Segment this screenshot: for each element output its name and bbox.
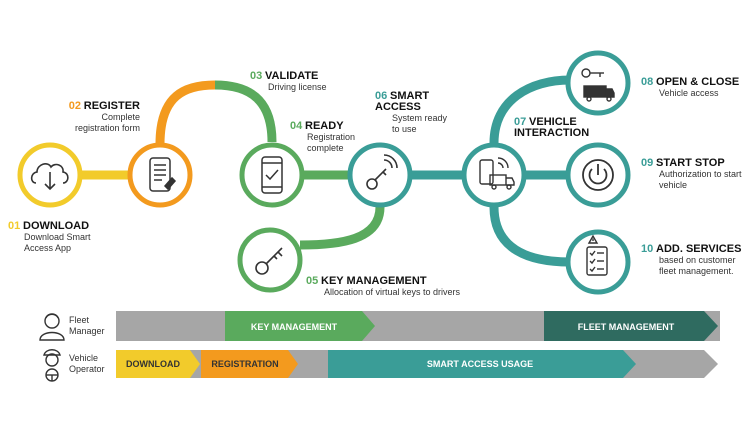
step-title: SMART ACCESS <box>375 90 430 113</box>
step-desc-line: Access App <box>24 243 72 253</box>
step-smart-access-label: 06 SMART ACCESS System ready to use <box>375 91 455 135</box>
step-desc-line: fleet management. <box>659 266 734 276</box>
connector-smart-access-key-mgmt <box>299 206 385 250</box>
step-number: 01 <box>8 220 21 232</box>
role-label-line: Fleet <box>69 315 90 325</box>
fleet-management-bar-segment <box>544 311 718 341</box>
phone-form-icon <box>149 157 177 192</box>
step-desc-line: Authorization to start <box>659 169 742 179</box>
step-title: START STOP <box>656 157 725 169</box>
cloud-download-icon <box>30 163 69 191</box>
step-desc-line: System ready <box>392 113 448 123</box>
phone-check-icon <box>261 156 283 194</box>
wireless-key-icon <box>366 154 398 190</box>
vehicle-operator-label: Vehicle Operator <box>69 353 105 375</box>
registration-bar-label: REGISTRATION <box>211 359 278 369</box>
step-open-close-label: 08 OPEN & CLOSE Vehicle access <box>641 77 739 99</box>
step-ready-label: 04 READY Registration complete <box>290 121 355 154</box>
key-management-bar-segment <box>225 311 375 341</box>
step-desc-line: Vehicle access <box>659 88 719 98</box>
step-key-management-label: 05 KEY MANAGEMENT Allocation of virtual … <box>306 276 460 298</box>
step-start-stop-node <box>565 142 631 208</box>
step-number: 08 <box>641 76 654 88</box>
phone-truck-icon <box>479 157 515 190</box>
key-management-bar-label: KEY MANAGEMENT <box>251 322 338 332</box>
step-desc-line: to use <box>392 124 417 134</box>
checklist-icon <box>586 234 608 276</box>
registration-bar-segment <box>201 350 298 378</box>
fleet-manager-bar: KEY MANAGEMENT FLEET MANAGEMENT <box>116 311 720 341</box>
step-download-label: 01 DOWNLOAD Download Smart Access App <box>8 221 91 254</box>
step-vehicle-interaction-label: 07 VEHICLE INTERACTION <box>514 117 604 139</box>
step-vehicle-interaction-node <box>461 142 527 208</box>
step-desc-line: Complete <box>101 112 140 122</box>
step-number: 09 <box>641 157 654 169</box>
step-number: 03 <box>250 70 263 82</box>
step-title: OPEN & CLOSE <box>656 76 740 88</box>
step-title: REGISTER <box>83 100 140 112</box>
step-start-stop-label: 09 START STOP Authorization to start veh… <box>641 158 742 191</box>
role-label-line: Operator <box>69 364 105 374</box>
smart-access-usage-bar-segment <box>328 350 636 378</box>
power-icon <box>582 159 614 191</box>
step-number: 02 <box>68 100 81 112</box>
step-number: 04 <box>290 120 303 132</box>
step-title: DOWNLOAD <box>23 220 90 232</box>
step-ready-node <box>239 142 305 208</box>
step-title: READY <box>305 120 344 132</box>
step-desc-line: registration form <box>74 123 140 133</box>
step-number: 10 <box>641 243 654 255</box>
step-number: 05 <box>306 275 319 287</box>
step-desc-line: Registration <box>307 132 356 142</box>
step-add-services-node <box>565 229 631 295</box>
vehicle-operator-icon <box>43 349 61 382</box>
step-title: VALIDATE <box>265 70 319 82</box>
step-desc-line: Driving license <box>268 82 327 92</box>
step-title: ADD. SERVICES <box>656 243 742 255</box>
smart-access-usage-bar-label: SMART ACCESS USAGE <box>427 359 533 369</box>
step-validate-label: 03 VALIDATE Driving license <box>250 71 327 93</box>
fleet-manager-icon <box>39 313 65 341</box>
fleet-manager-label: Fleet Manager <box>69 315 105 337</box>
step-register-label: 02 REGISTER Complete registration form <box>40 101 140 134</box>
connector-validate-ready <box>214 80 277 143</box>
role-label-line: Vehicle <box>69 353 99 363</box>
step-add-services-label: 10 ADD. SERVICES based on customer fleet… <box>641 244 741 277</box>
step-number: 06 <box>375 90 388 102</box>
step-smart-access-node <box>347 142 413 208</box>
connector-register-validate <box>155 80 216 145</box>
step-register-node <box>127 142 193 208</box>
step-title: VEHICLE INTERACTION <box>514 116 590 139</box>
download-bar-label: DOWNLOAD <box>126 359 180 369</box>
step-desc-line: Download Smart <box>24 232 91 242</box>
step-desc-line: vehicle <box>659 180 688 190</box>
connector-vehicle-open-close <box>489 75 571 144</box>
step-number: 07 <box>514 116 527 128</box>
download-bar-segment <box>116 350 200 378</box>
connector-vehicle-services <box>489 206 571 267</box>
role-label-line: Manager <box>69 326 105 336</box>
key-truck-icon <box>581 68 615 102</box>
step-desc-line: based on customer <box>659 255 736 265</box>
process-connectors <box>80 75 571 267</box>
key-icon <box>255 247 283 275</box>
vehicle-operator-bar: DOWNLOAD REGISTRATION SMART ACCESS USAGE <box>116 350 718 378</box>
step-title: KEY MANAGEMENT <box>321 275 427 287</box>
step-download-node <box>17 142 83 208</box>
fleet-management-bar-label: FLEET MANAGEMENT <box>578 322 675 332</box>
step-desc-line: complete <box>307 143 344 153</box>
step-key-management-node <box>237 227 303 293</box>
step-open-close-node <box>565 50 631 116</box>
step-desc-line: Allocation of virtual keys to drivers <box>324 287 461 297</box>
